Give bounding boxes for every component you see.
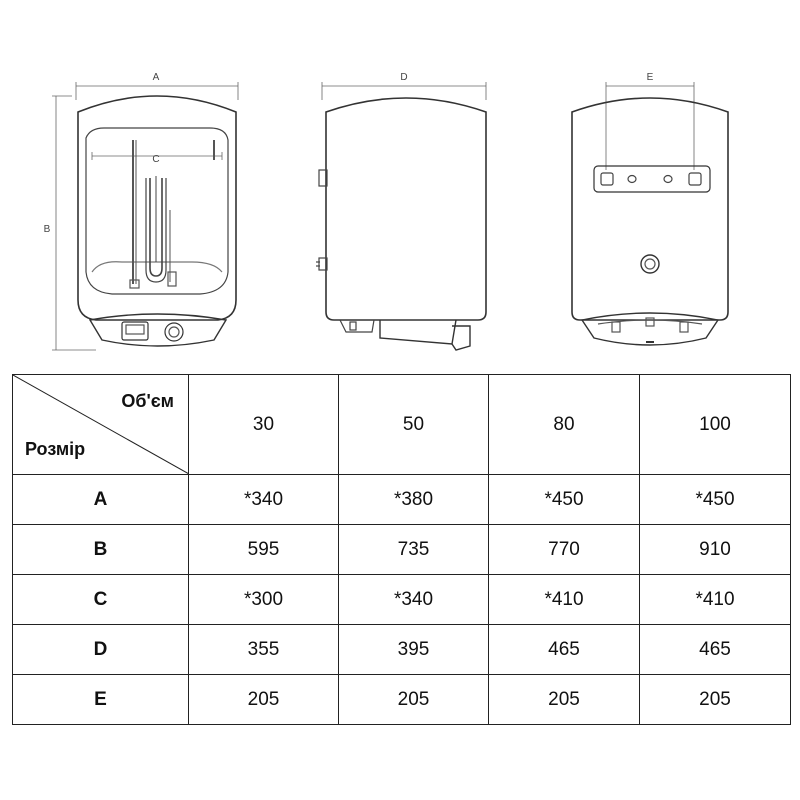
table-header-row: Об'єм Розмір 30 50 80 100 bbox=[12, 374, 791, 475]
table-cell: 205 bbox=[639, 674, 791, 725]
dim-label-d: D bbox=[400, 72, 407, 83]
row-label: C bbox=[12, 574, 189, 625]
table-cell: *410 bbox=[488, 574, 640, 625]
volume-col-header: 30 bbox=[188, 374, 339, 475]
side-tank-body bbox=[325, 97, 487, 321]
table-cell: *340 bbox=[188, 474, 339, 525]
table-cell: *450 bbox=[639, 474, 791, 525]
back-view bbox=[571, 82, 729, 346]
volume-col-header: 80 bbox=[488, 374, 640, 475]
table-cell: 465 bbox=[639, 624, 791, 675]
row-label: B bbox=[12, 524, 189, 575]
dim-label-b: B bbox=[44, 224, 51, 235]
front-view bbox=[52, 82, 239, 351]
dim-label-e: E bbox=[647, 72, 654, 83]
row-label: D bbox=[12, 624, 189, 675]
table-cell: 205 bbox=[338, 674, 489, 725]
table-cell: *380 bbox=[338, 474, 489, 525]
table-row: D 355 395 465 465 bbox=[12, 624, 791, 675]
table-cell: 770 bbox=[488, 524, 640, 575]
table-cell: 735 bbox=[338, 524, 489, 575]
dim-label-a: A bbox=[153, 72, 160, 83]
mounting-bracket bbox=[593, 165, 711, 193]
front-tank-body bbox=[77, 95, 237, 321]
table-cell: 205 bbox=[188, 674, 339, 725]
size-header: Розмір bbox=[25, 439, 86, 459]
heater-views-svg: A B C D E bbox=[44, 72, 729, 351]
front-control-base bbox=[88, 313, 228, 347]
table-cell: 395 bbox=[338, 624, 489, 675]
volume-col-header: 50 bbox=[338, 374, 489, 475]
control-knob bbox=[164, 322, 184, 342]
volume-col-header: 100 bbox=[639, 374, 791, 475]
dim-label-c: C bbox=[152, 154, 159, 165]
back-tank-body bbox=[571, 97, 729, 321]
table-cell: 595 bbox=[188, 524, 339, 575]
table-cell: *340 bbox=[338, 574, 489, 625]
corner-cell: Об'єм Розмір bbox=[12, 374, 189, 475]
display-panel bbox=[121, 321, 149, 341]
corner-diagonal bbox=[13, 375, 189, 474]
table-row: B 595 735 770 910 bbox=[12, 524, 791, 575]
table-cell: 910 bbox=[639, 524, 791, 575]
table-row: E 205 205 205 205 bbox=[12, 674, 791, 725]
table-cell: 205 bbox=[488, 674, 640, 725]
table-row: A *340 *380 *450 *450 bbox=[12, 474, 791, 525]
technical-drawings: A B C D E bbox=[0, 0, 800, 370]
table-cell: *450 bbox=[488, 474, 640, 525]
volume-header: Об'єм bbox=[121, 391, 174, 411]
table-cell: 465 bbox=[488, 624, 640, 675]
row-label: A bbox=[12, 474, 189, 525]
dimensions-table: Об'єм Розмір 30 50 80 100 A *340 *380 *4… bbox=[12, 374, 791, 725]
table-cell: 355 bbox=[188, 624, 339, 675]
row-label: E bbox=[12, 674, 189, 725]
side-view bbox=[316, 82, 487, 351]
table-cell: *300 bbox=[188, 574, 339, 625]
front-cutaway bbox=[85, 127, 229, 295]
table-cell: *410 bbox=[639, 574, 791, 625]
table-row: C *300 *340 *410 *410 bbox=[12, 574, 791, 625]
